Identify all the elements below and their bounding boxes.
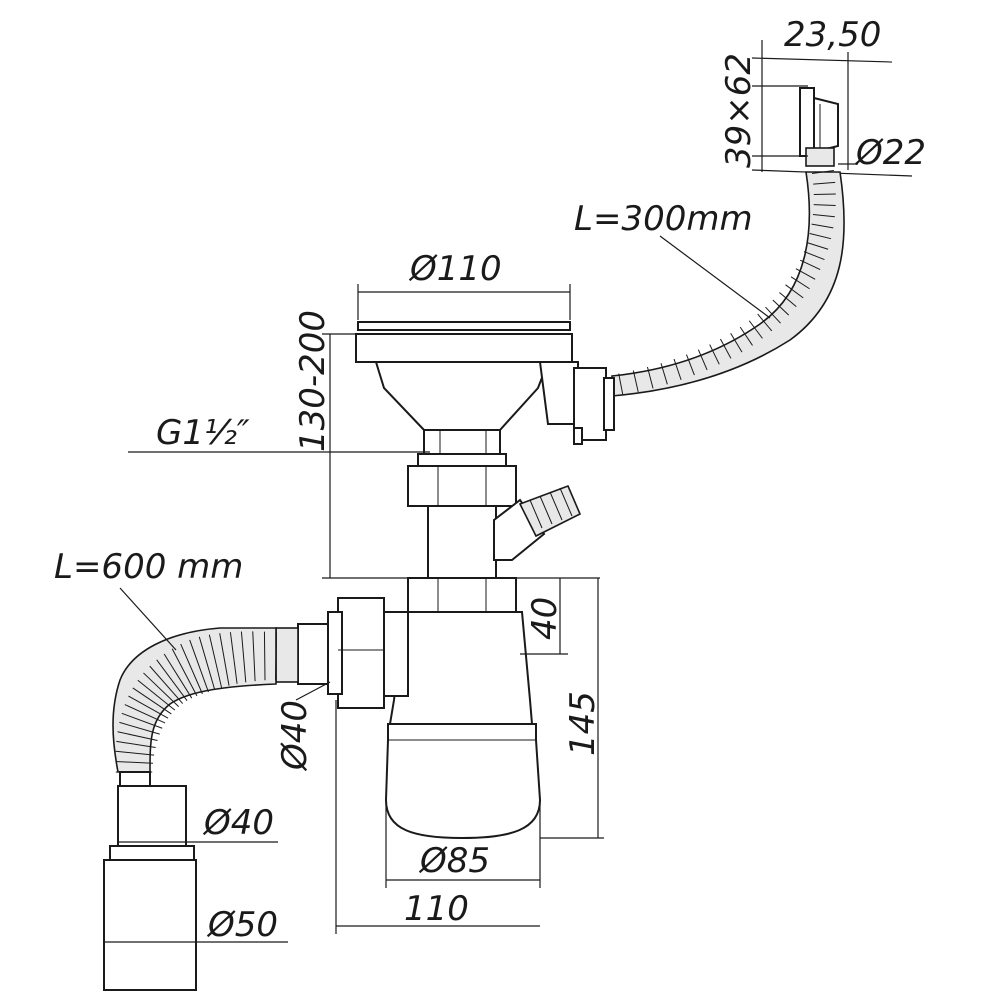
- trap-height-label: 145: [563, 691, 603, 756]
- hose-rib: [812, 169, 834, 175]
- flex-hose-rib: [149, 665, 184, 704]
- height-range-label: 130-200: [293, 310, 333, 452]
- flex-hose-rib: [229, 632, 238, 684]
- hose-rib: [720, 338, 732, 359]
- flex-hose-rib: [219, 633, 230, 686]
- flex-hose-ribs: [115, 631, 277, 773]
- flex-hose-rib: [115, 750, 155, 756]
- hose-rib: [785, 284, 804, 299]
- thread-label: G1½″: [156, 413, 250, 453]
- hose-rib: [646, 366, 654, 389]
- overflow-outlet: [799, 87, 839, 167]
- flex-hose-rib: [171, 648, 198, 697]
- flex-hose-rib: [124, 704, 166, 724]
- flex-hose-rib: [240, 631, 247, 683]
- flex-hose-rib: [132, 687, 172, 715]
- hose-rib: [811, 223, 834, 229]
- upper-nut: [407, 453, 517, 507]
- flex-hose-rib: [116, 740, 156, 749]
- bottle-trap: [384, 611, 542, 840]
- hose-rib: [806, 242, 829, 250]
- hose-diameter-label: Ø22: [854, 133, 926, 173]
- flex-hose-rib: [143, 672, 179, 708]
- hose-rib: [697, 349, 708, 371]
- hose-rib: [709, 344, 720, 365]
- hose-rib: [803, 251, 825, 261]
- overflow-hose-length-label: L=300mm: [574, 199, 753, 239]
- side-outlet-nut: [275, 597, 409, 709]
- total-width-label: 110: [404, 889, 469, 929]
- hose-rib: [779, 292, 797, 308]
- flex-hose-rib: [115, 760, 153, 764]
- hose-rib: [748, 320, 763, 339]
- hose-rib: [632, 370, 639, 393]
- bottle-diameter-label: Ø85: [418, 841, 490, 881]
- pipe-diameter-40-label: Ø40: [202, 803, 274, 843]
- flex-hose-rib: [117, 731, 158, 742]
- flex-hose-rib: [156, 659, 188, 702]
- hose-rib: [673, 358, 682, 381]
- dimension-lines: [104, 284, 604, 943]
- hose-rib: [812, 213, 835, 218]
- strainer: [355, 321, 573, 457]
- side-outlet-diameter-label: Ø40: [275, 700, 315, 772]
- hose-rib: [795, 268, 816, 280]
- flex-hose-rib: [137, 679, 176, 711]
- hose-rib: [772, 299, 790, 316]
- hose-rib: [757, 313, 773, 332]
- pipe-diameter-50-label: Ø50: [206, 905, 278, 945]
- hose-rib: [686, 354, 695, 376]
- strainer-diameter-label: Ø110: [408, 249, 502, 289]
- hose-rib: [809, 233, 832, 240]
- flex-hose-rib: [252, 631, 256, 682]
- nut-height-label: 40: [525, 597, 565, 640]
- flex-hose-rib: [263, 631, 266, 681]
- flex-hose-rib: [180, 643, 203, 695]
- hose-rib: [800, 259, 821, 271]
- flex-hose-rib: [208, 634, 223, 688]
- outlet-size-label: 39×62: [719, 53, 759, 168]
- outlet-width-label: 23,50: [784, 15, 881, 55]
- hose-rib: [730, 332, 743, 353]
- overflow-connector: [538, 361, 615, 445]
- hose-rib: [813, 181, 836, 185]
- hose-rib: [790, 276, 810, 290]
- flex-hose-rib: [275, 632, 277, 680]
- flex-hose-rib: [121, 712, 163, 729]
- tailpiece: [427, 484, 582, 579]
- flex-hose-rib: [189, 639, 209, 693]
- lower-nut: [407, 577, 517, 613]
- flex-hose-rib: [128, 695, 169, 719]
- flex-hose-length-label: L=600 mm: [54, 547, 243, 587]
- hose-length-leader: [659, 235, 771, 319]
- flex-hose: [103, 627, 277, 991]
- flex-hose-leader: [119, 587, 177, 651]
- hose-rib: [739, 326, 753, 346]
- hose-rib: [660, 363, 668, 385]
- hose-rib: [765, 306, 781, 324]
- flex-hose-rib: [198, 636, 216, 691]
- flex-hose-rib: [119, 721, 160, 735]
- flex-hose-rib: [163, 653, 193, 699]
- hose-rib: [618, 373, 624, 396]
- hose-rib: [813, 204, 836, 207]
